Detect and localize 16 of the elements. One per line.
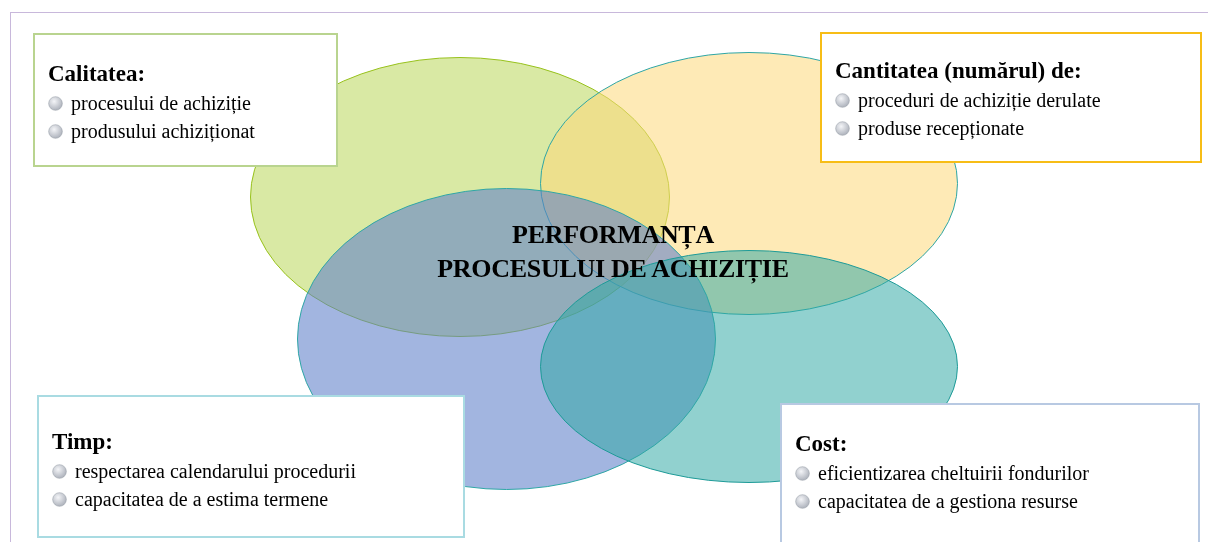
bullet-text: produsului achiziționat bbox=[71, 119, 255, 145]
box-heading: Cost: bbox=[795, 430, 848, 458]
bullet-text: produse recepționate bbox=[858, 116, 1025, 142]
bullet-text: eficientizarea cheltuirii fondurilor bbox=[818, 461, 1089, 486]
bullet-text: capacitatea de a gestiona resurse bbox=[818, 489, 1078, 515]
text-box bbox=[820, 32, 1202, 163]
bullet-text: respectarea calendarului procedurii bbox=[75, 459, 356, 485]
bullet-text: proceduri de achiziție derulate bbox=[858, 88, 1101, 114]
box-heading: Timp: bbox=[52, 428, 113, 456]
box-heading: Calitatea: bbox=[48, 60, 146, 88]
box-heading: Cantitatea (numărul) de: bbox=[835, 57, 1082, 85]
bullet-text: capacitatea de a estima termene bbox=[75, 487, 329, 513]
text-box bbox=[37, 395, 465, 538]
text-box bbox=[780, 403, 1200, 542]
text-box bbox=[33, 33, 338, 167]
bullet-text: procesului de achiziție bbox=[71, 91, 251, 117]
